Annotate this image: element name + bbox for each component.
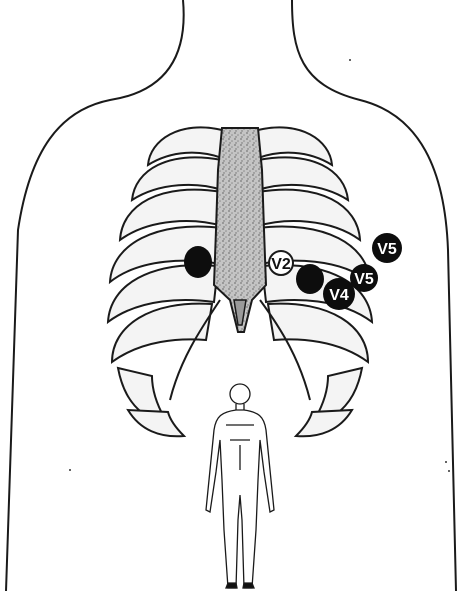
rib: [128, 410, 184, 436]
electrode-v2[interactable]: V2: [269, 251, 293, 275]
figure-foot-left: [226, 583, 237, 588]
electrode-v2-label: V2: [271, 256, 291, 273]
figure-foot-right: [243, 583, 254, 588]
left-ribs: [108, 127, 222, 436]
electrode-v4[interactable]: V4: [323, 278, 355, 310]
speck: [69, 469, 71, 471]
electrode-v5-label: V5: [354, 271, 374, 288]
electrode-v3[interactable]: [296, 264, 324, 294]
electrode-v6-label: V5: [377, 241, 397, 258]
figure-neck: [236, 404, 244, 410]
figure-head: [230, 384, 250, 404]
electrode-v1[interactable]: [184, 246, 212, 278]
reference-figure: [206, 384, 274, 588]
speck: [349, 59, 351, 61]
rib: [296, 410, 352, 436]
electrode-v6[interactable]: V5: [372, 233, 402, 263]
speck: [445, 461, 447, 463]
figure-body: [206, 410, 274, 588]
electrode-v4-label: V4: [329, 287, 349, 304]
electrode-v5[interactable]: V5: [350, 264, 378, 292]
rib: [112, 304, 212, 362]
speck: [448, 470, 450, 472]
